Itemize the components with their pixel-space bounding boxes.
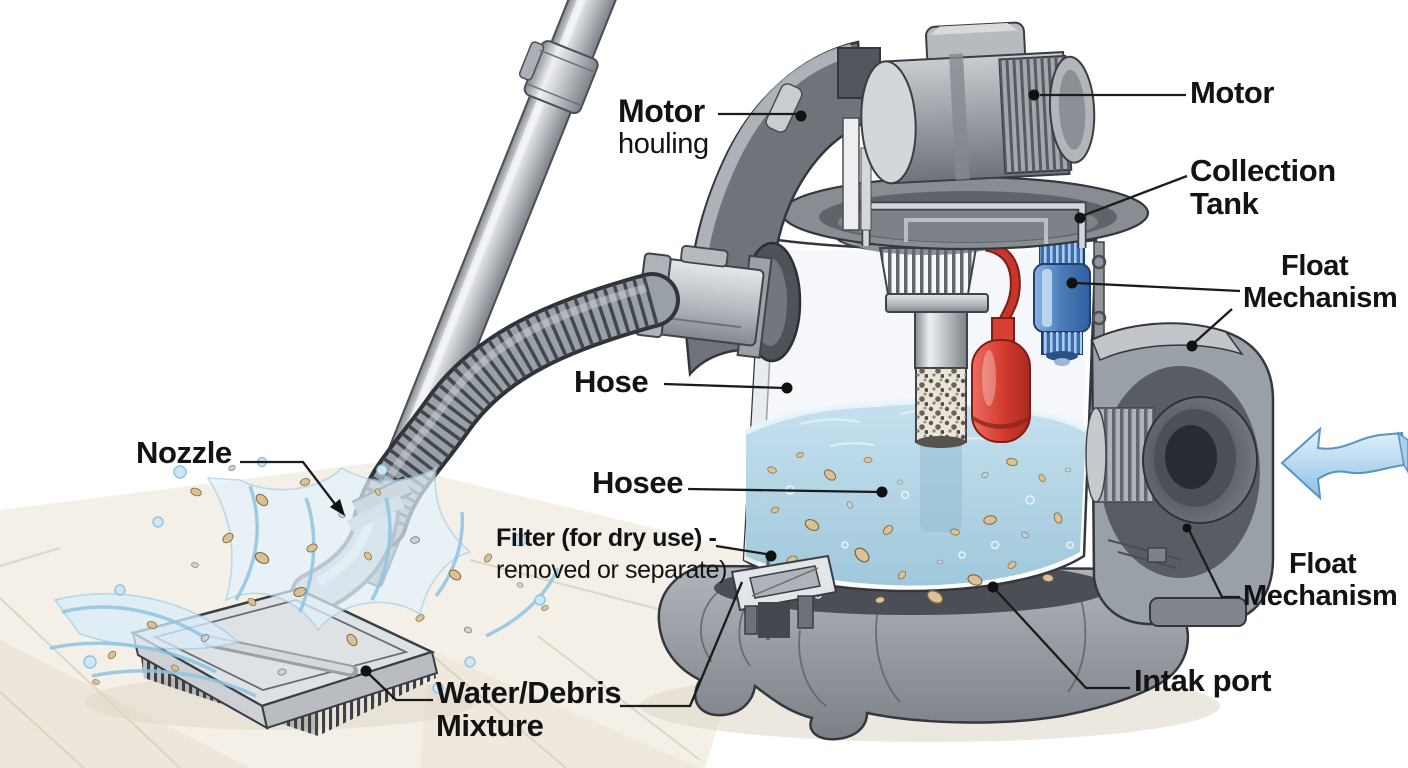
leader-filter xyxy=(715,544,767,556)
tank-lid xyxy=(780,175,1150,251)
leader-float-upper-b xyxy=(1193,308,1233,344)
label-collection-tank-line2: Tank xyxy=(1190,185,1259,221)
label-filter-line2: removed or separate) xyxy=(496,556,728,584)
leader-float-upper-a xyxy=(1075,281,1241,293)
leader-lines xyxy=(240,93,1241,708)
label-filter-line1: Filter (for dry use) - xyxy=(496,524,717,552)
label-motor: Motor xyxy=(1190,75,1275,110)
nozzle-arrowhead xyxy=(330,499,345,516)
label-water-debris-line2: Mixture xyxy=(436,707,544,743)
water-splash xyxy=(49,456,560,698)
label-motor-housing: Motor houling xyxy=(618,93,709,160)
label-water-debris-line1: Water/Debris xyxy=(436,675,622,710)
leader-water-debris-right xyxy=(620,581,744,708)
leader-hose xyxy=(663,382,785,390)
label-float-mechanism-lower-line2: Mechanism xyxy=(1243,580,1398,612)
leader-water-debris-left xyxy=(368,673,433,702)
airflow-arrow-icon xyxy=(1280,426,1408,501)
label-nozzle: Nozzle xyxy=(136,435,232,470)
leader-intake-port xyxy=(994,588,1130,690)
label-intake-port: Intak port xyxy=(1134,663,1272,698)
leader-float-lower xyxy=(1187,529,1240,599)
label-hosee: Hosee xyxy=(592,465,684,500)
label-motor-housing-line1: Motor xyxy=(618,93,705,129)
leader-dots xyxy=(330,89,1198,677)
leader-nozzle xyxy=(240,460,339,509)
motor xyxy=(860,21,1096,185)
bottom-filter-bracket xyxy=(730,554,838,640)
side-port-housing xyxy=(1085,322,1275,627)
label-float-mechanism-lower-line1: Float xyxy=(1289,548,1357,580)
red-float xyxy=(971,240,1031,443)
label-float-mechanism-upper-line2: Mechanism xyxy=(1243,282,1398,314)
label-collection-tank-line1: Collection xyxy=(1190,153,1336,188)
label-water-debris: Water/Debris Mixture xyxy=(436,675,622,743)
label-float-mechanism-upper-line1: Float xyxy=(1281,250,1349,282)
label-hose: Hose xyxy=(574,364,649,399)
label-collection-tank: Collection Tank xyxy=(1190,153,1336,221)
label-motor-housing-line2: houling xyxy=(618,127,709,160)
leader-collection-tank xyxy=(1081,174,1188,218)
leader-hosee xyxy=(687,487,880,494)
